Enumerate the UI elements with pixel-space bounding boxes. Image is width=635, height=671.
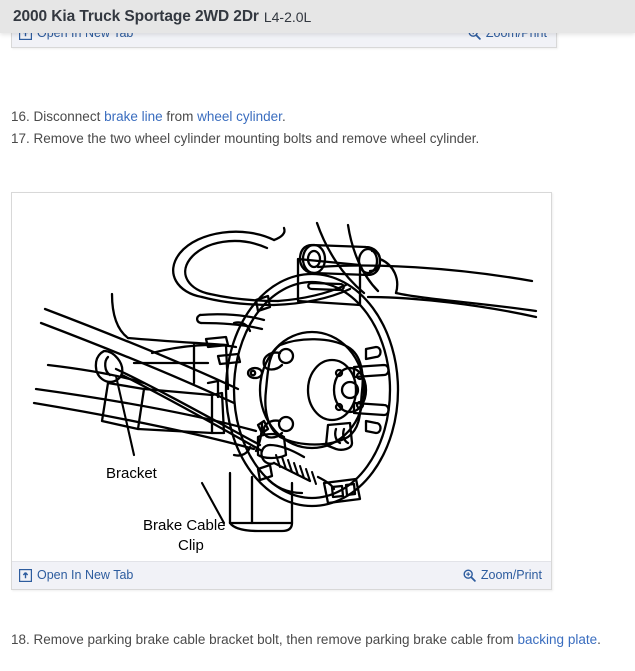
wheel-cylinder-link[interactable]: wheel cylinder <box>197 109 282 124</box>
step-16-text-2: from <box>162 109 198 124</box>
step-18-text-3: . <box>597 632 601 647</box>
callout-brake-cable-clip-line-1: Brake Cable <box>143 517 226 534</box>
step-18-text-1: Remove parking brake cable bracket bolt,… <box>29 632 518 647</box>
instruction-step-18: 18. Remove parking brake cable bracket b… <box>11 630 601 650</box>
brake-line-link[interactable]: brake line <box>104 109 163 124</box>
vehicle-header-bar: 2000 Kia Truck Sportage 2WD 2Dr L4-2.0L <box>0 0 635 33</box>
step-16-number: 16. <box>11 109 30 124</box>
magnifier-plus-icon <box>463 569 476 582</box>
brake-assembly-diagram: Bracket Brake Cable Clip <box>12 193 551 562</box>
instruction-step-16: 16. Disconnect brake line from wheel cyl… <box>11 107 286 127</box>
open-in-new-tab-icon <box>19 569 32 582</box>
callout-bracket-label: Bracket <box>106 465 158 482</box>
figure-panel-main: Bracket Brake Cable Clip Open In New Tab <box>11 192 552 590</box>
open-in-new-tab-button-main[interactable]: Open In New Tab <box>19 569 133 582</box>
callout-brake-cable-clip-line-2: Clip <box>178 537 204 554</box>
instruction-step-17: 17. Remove the two wheel cylinder mounti… <box>11 129 479 149</box>
step-16-text-3: . <box>281 109 286 124</box>
step-18-number: 18. <box>11 632 30 647</box>
step-16-text-1: Disconnect <box>29 109 105 124</box>
step-17-number: 17. <box>11 131 30 146</box>
zoom-print-button-main[interactable]: Zoom/Print <box>463 569 542 582</box>
step-17-text: Remove the two wheel cylinder mounting b… <box>29 131 480 146</box>
open-in-new-tab-label-main: Open In New Tab <box>37 568 134 583</box>
vehicle-engine-label: L4-2.0L <box>263 8 312 25</box>
figure-toolbar-main: Open In New Tab Zoom/Print <box>12 561 551 589</box>
backing-plate-link[interactable]: backing plate <box>517 632 598 647</box>
zoom-print-label-main: Zoom/Print <box>480 568 542 583</box>
vehicle-title: 2000 Kia Truck Sportage 2WD 2Dr <box>13 7 259 25</box>
